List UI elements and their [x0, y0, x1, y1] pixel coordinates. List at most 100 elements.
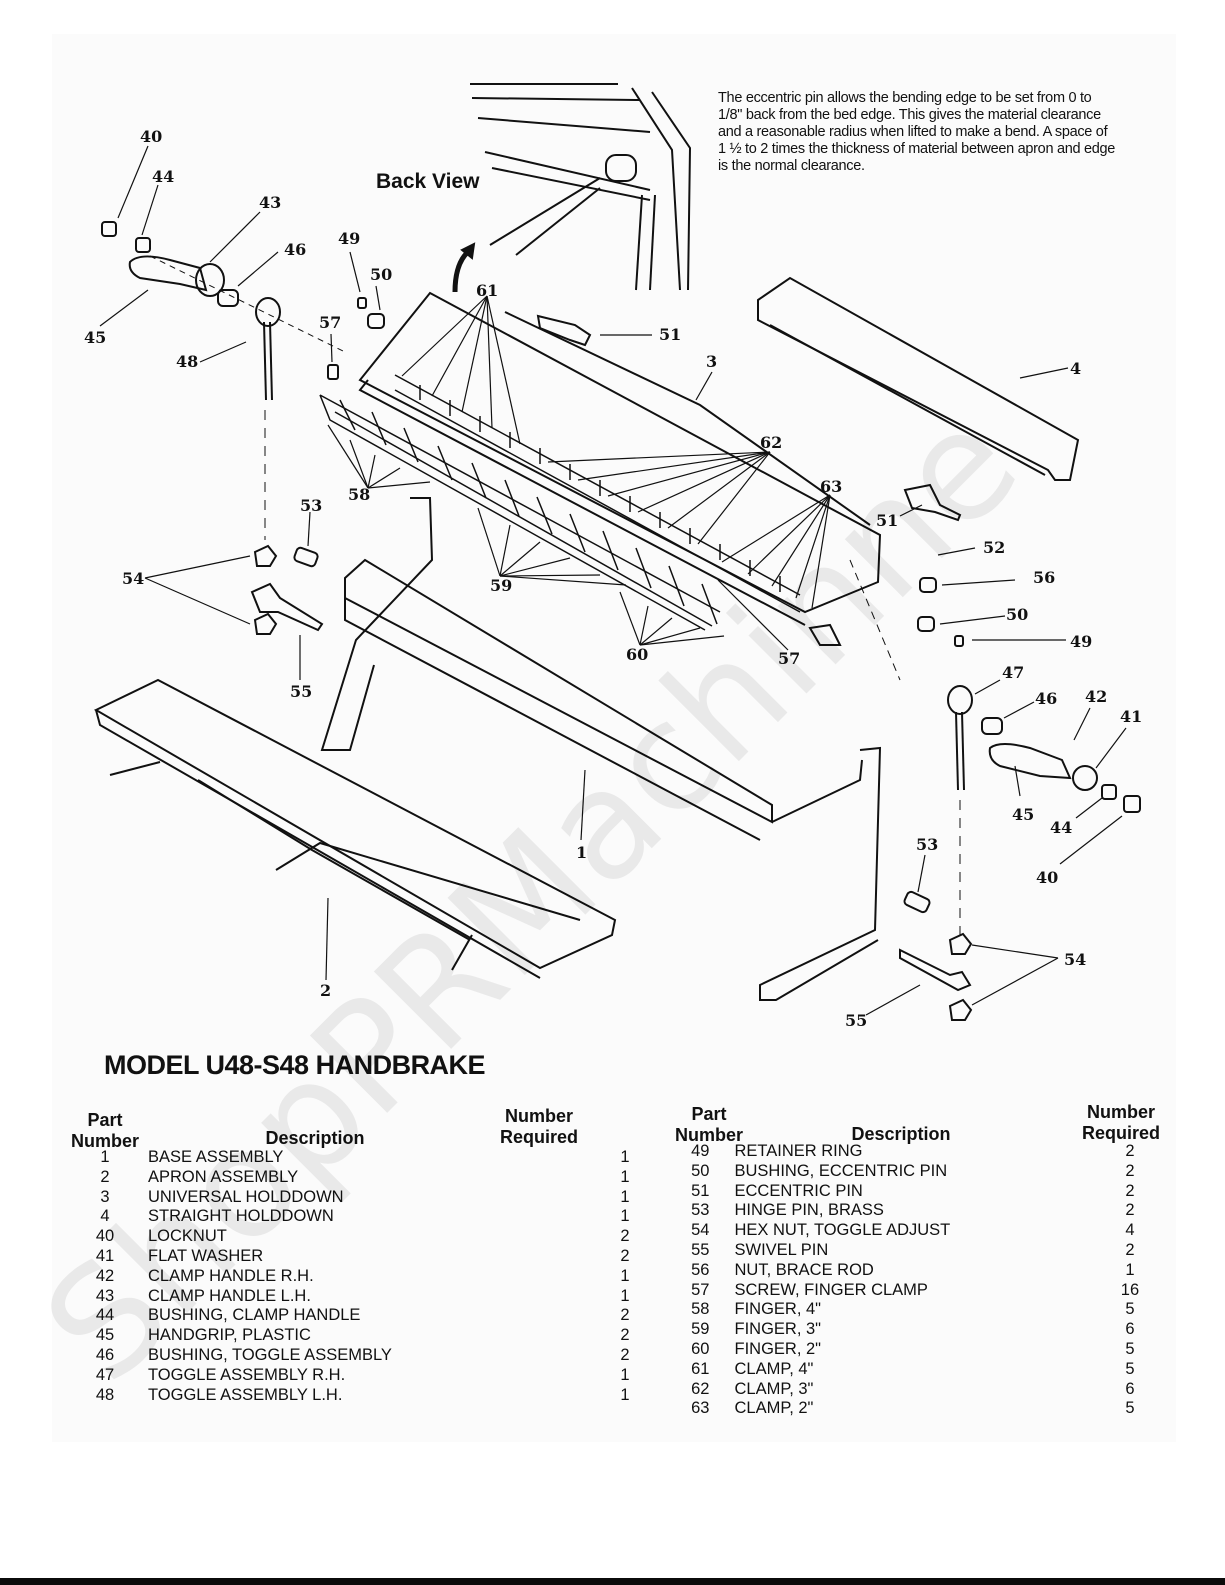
description-cell: BUSHING, ECCENTRIC PIN	[734, 1161, 948, 1180]
part-number-cell: 3	[100, 1187, 110, 1206]
base-assembly	[320, 497, 882, 1001]
description-cell: HINGE PIN, BRASS	[734, 1201, 884, 1220]
header-description: Description	[265, 1128, 365, 1148]
number-required-cell: 2	[1125, 1161, 1135, 1180]
part-number-cell: 50	[691, 1161, 710, 1180]
header-part-number: Part Number	[674, 1104, 743, 1145]
callout-label: 1	[576, 843, 587, 862]
header-number-required: Number Required	[1081, 1102, 1160, 1143]
straight-holddown	[757, 276, 1080, 481]
callout-label: 4	[1070, 359, 1081, 378]
part-number-cell: 61	[691, 1359, 710, 1378]
part-number-cell: 47	[95, 1365, 115, 1384]
callout-label: 49	[338, 229, 360, 248]
apron-assembly	[93, 678, 617, 979]
part-number-cell: 1	[100, 1148, 110, 1166]
table-row: 58 FINGER, 4" 5	[666, 1300, 1225, 1320]
callout-labels: 40 44 43 46 45 48 49 50 57 61 51 3 4 62 …	[84, 127, 1142, 1030]
number-required-cell: 1	[620, 1385, 630, 1404]
description-cell: STRAIGHT HOLDDOWN	[148, 1207, 334, 1226]
number-required-cell: 6	[1125, 1320, 1135, 1339]
callout-label: 63	[820, 477, 842, 496]
description-cell: FLAT WASHER	[148, 1246, 264, 1265]
number-required-cell: 1	[620, 1148, 630, 1166]
callout-label: 50	[1006, 605, 1028, 624]
description-cell: ECCENTRIC PIN	[734, 1181, 863, 1200]
back-view-label: Back View	[376, 170, 480, 193]
eccentric-pin-note: The eccentric pin allows the bending edg…	[718, 90, 1116, 174]
callout-label: 47	[1002, 663, 1024, 682]
callout-label: 44	[152, 167, 174, 186]
part-number-cell: 41	[95, 1246, 115, 1265]
part-number-cell: 58	[691, 1300, 710, 1319]
left-handle-group	[101, 221, 346, 635]
number-required-cell: 1	[620, 1286, 630, 1305]
description-cell: FINGER, 3"	[734, 1320, 822, 1339]
callout-label: 54	[122, 569, 144, 588]
number-required-cell: 6	[1125, 1379, 1135, 1398]
description-cell: NUT, BRACE ROD	[734, 1260, 874, 1279]
right-handle-group	[899, 685, 1141, 1021]
bottom-rule	[0, 1578, 1225, 1585]
callout-label: 58	[348, 485, 370, 504]
number-required-cell: 5	[1125, 1300, 1135, 1319]
description-cell: BUSHING, CLAMP HANDLE	[148, 1306, 361, 1325]
page-title: MODEL U48-S48 HANDBRAKE	[104, 1050, 486, 1080]
number-required-cell: 1	[620, 1167, 630, 1186]
part-number-cell: 55	[691, 1240, 710, 1259]
part-number-cell: 51	[691, 1181, 710, 1200]
callout-label: 3	[706, 352, 717, 371]
part-number-cell: 48	[95, 1385, 115, 1404]
part-number-cell: 57	[691, 1280, 710, 1299]
description-cell: CLAMP, 2"	[734, 1399, 814, 1418]
part-number-cell: 62	[691, 1379, 710, 1398]
table-row: 2 APRON ASSEMBLY 1	[62, 1168, 748, 1188]
callout-label: 52	[983, 538, 1005, 557]
clamps	[394, 374, 801, 613]
number-required-cell: 2	[1125, 1142, 1135, 1160]
description-cell: HEX NUT, TOGGLE ADJUST	[734, 1221, 951, 1240]
part-number-cell: 2	[100, 1167, 110, 1186]
description-cell: CLAMP HANDLE L.H.	[148, 1286, 311, 1305]
description-cell: SCREW, FINGER CLAMP	[734, 1280, 928, 1299]
part-number-cell: 40	[95, 1227, 115, 1246]
description-cell: FINGER, 4"	[734, 1300, 822, 1319]
number-required-cell: 16	[1120, 1280, 1140, 1299]
callout-label: 44	[1050, 818, 1072, 837]
part-number-cell: 46	[95, 1345, 115, 1364]
callout-label: 50	[370, 265, 392, 284]
number-required-cell: 2	[1125, 1201, 1135, 1220]
number-required-cell: 4	[1125, 1221, 1135, 1240]
description-cell: CLAMP, 4"	[734, 1359, 814, 1378]
description-cell: BUSHING, TOGGLE ASSEMBLY	[148, 1345, 392, 1364]
callout-label: 56	[1033, 568, 1055, 587]
table-row: 50 BUSHING, ECCENTRIC PIN 2	[666, 1162, 1225, 1182]
part-number-cell: 4	[100, 1207, 110, 1226]
table-row: 61 CLAMP, 4" 5	[666, 1360, 1225, 1380]
number-required-cell: 5	[1125, 1339, 1135, 1358]
callout-label: 43	[259, 193, 281, 212]
part-number-cell: 63	[691, 1399, 710, 1418]
fingers	[319, 394, 721, 631]
description-cell: APRON ASSEMBLY	[148, 1167, 299, 1186]
callout-label: 46	[284, 240, 306, 259]
number-required-cell: 5	[1125, 1359, 1135, 1378]
part-number-cell: 42	[95, 1266, 115, 1285]
number-required-cell: 2	[620, 1227, 630, 1246]
callout-label: 62	[760, 433, 782, 452]
